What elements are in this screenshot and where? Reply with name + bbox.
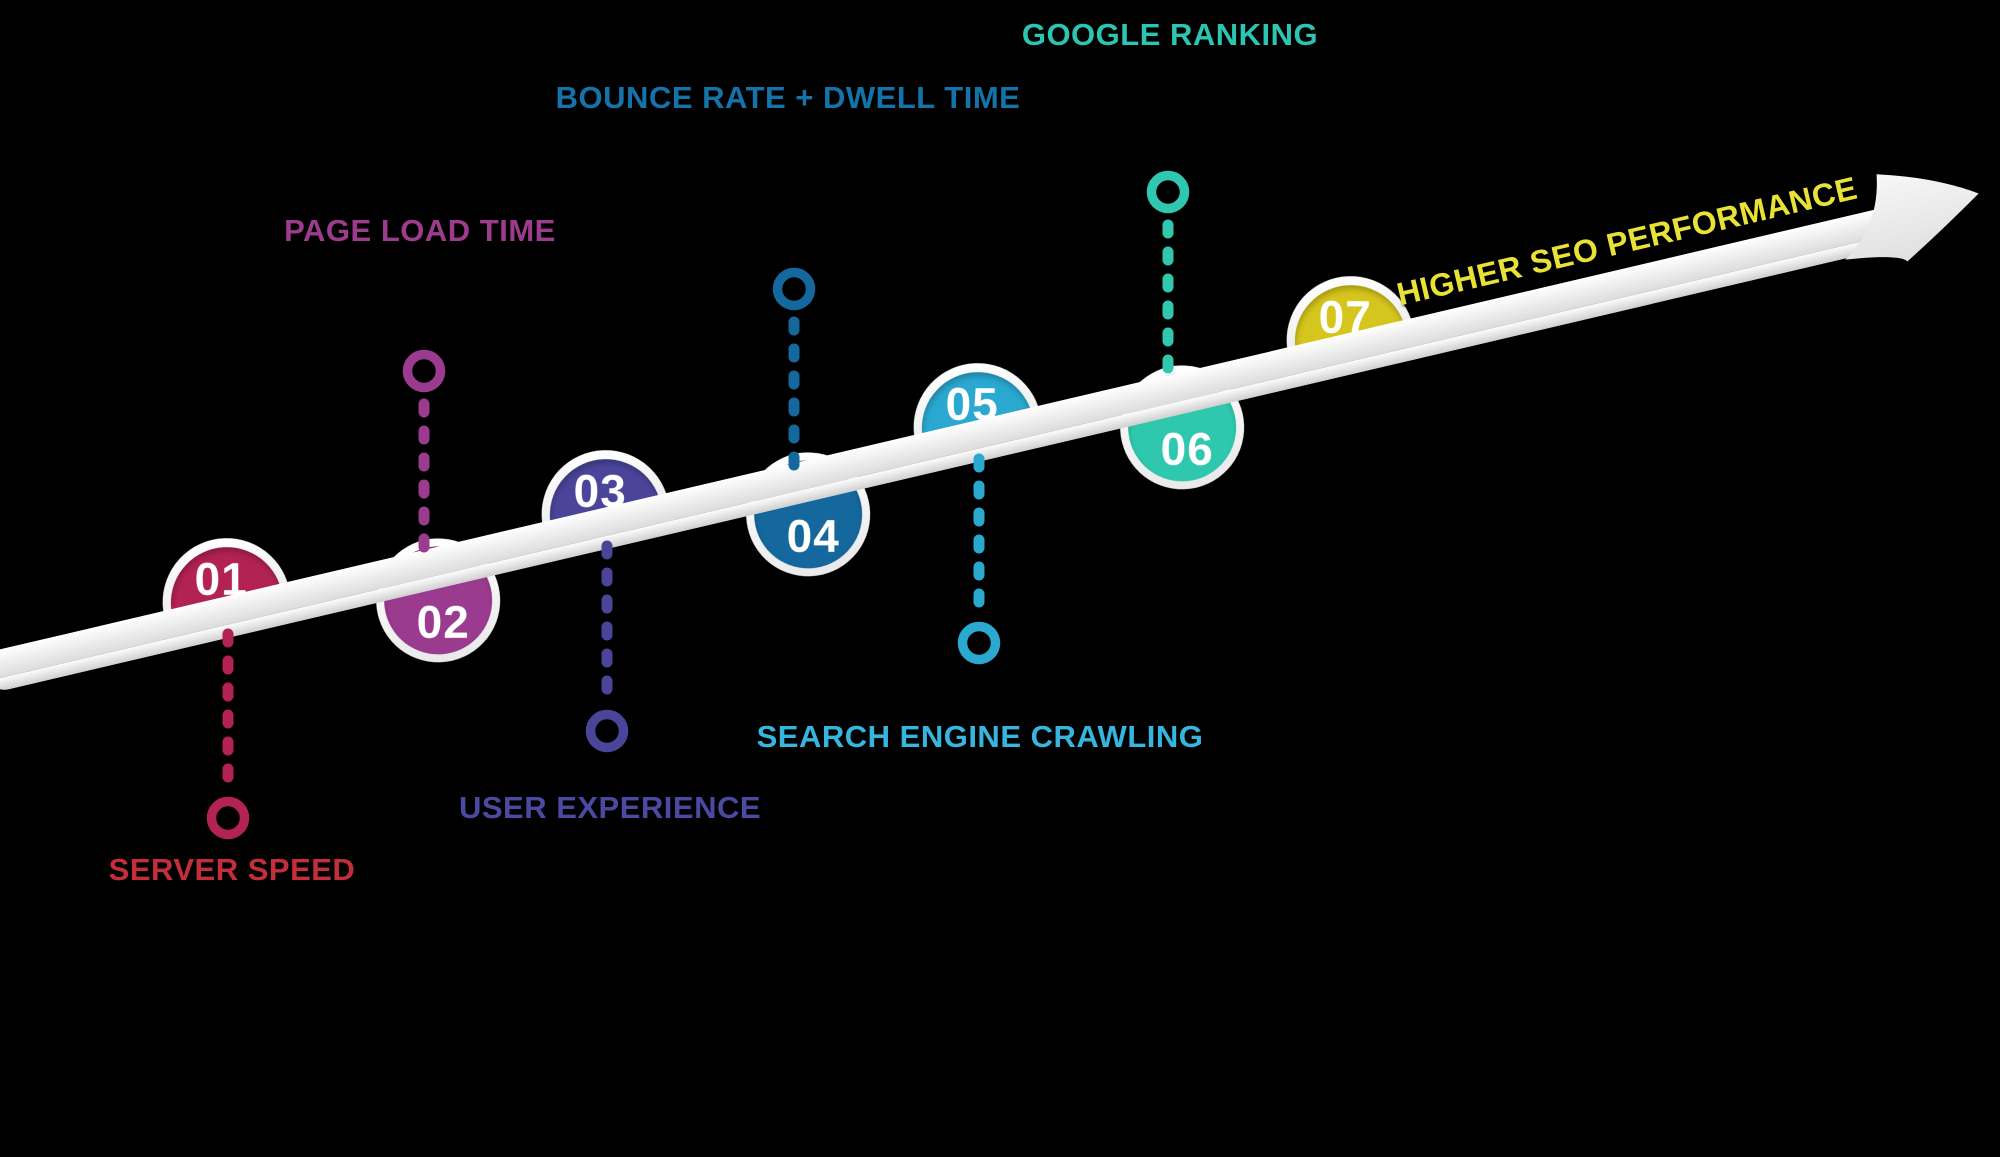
milestone-03-ring <box>585 709 629 753</box>
milestone-05-label: SEARCH ENGINE CRAWLING <box>756 719 1204 754</box>
milestone-06-label: GOOGLE RANKING <box>1021 17 1319 52</box>
milestone-02-label: PAGE LOAD TIME <box>284 213 556 248</box>
arrowhead-shape <box>1845 174 1979 262</box>
arrowhead-icon <box>1845 174 1979 262</box>
milestone-03-label: USER EXPERIENCE <box>458 790 762 825</box>
growth-arrow: HIGHER SEO PERFORMANCE <box>0 170 2000 946</box>
milestone-01-label: SERVER SPEED <box>108 852 356 887</box>
milestone-02-ring <box>402 349 446 393</box>
milestone-04-label: BOUNCE RATE + DWELL TIME <box>555 80 1021 115</box>
milestone-06-ring <box>1146 170 1190 214</box>
milestone-04-ring <box>772 267 816 311</box>
milestone-05-ring <box>957 621 1001 665</box>
milestone-01-ring <box>206 796 250 840</box>
